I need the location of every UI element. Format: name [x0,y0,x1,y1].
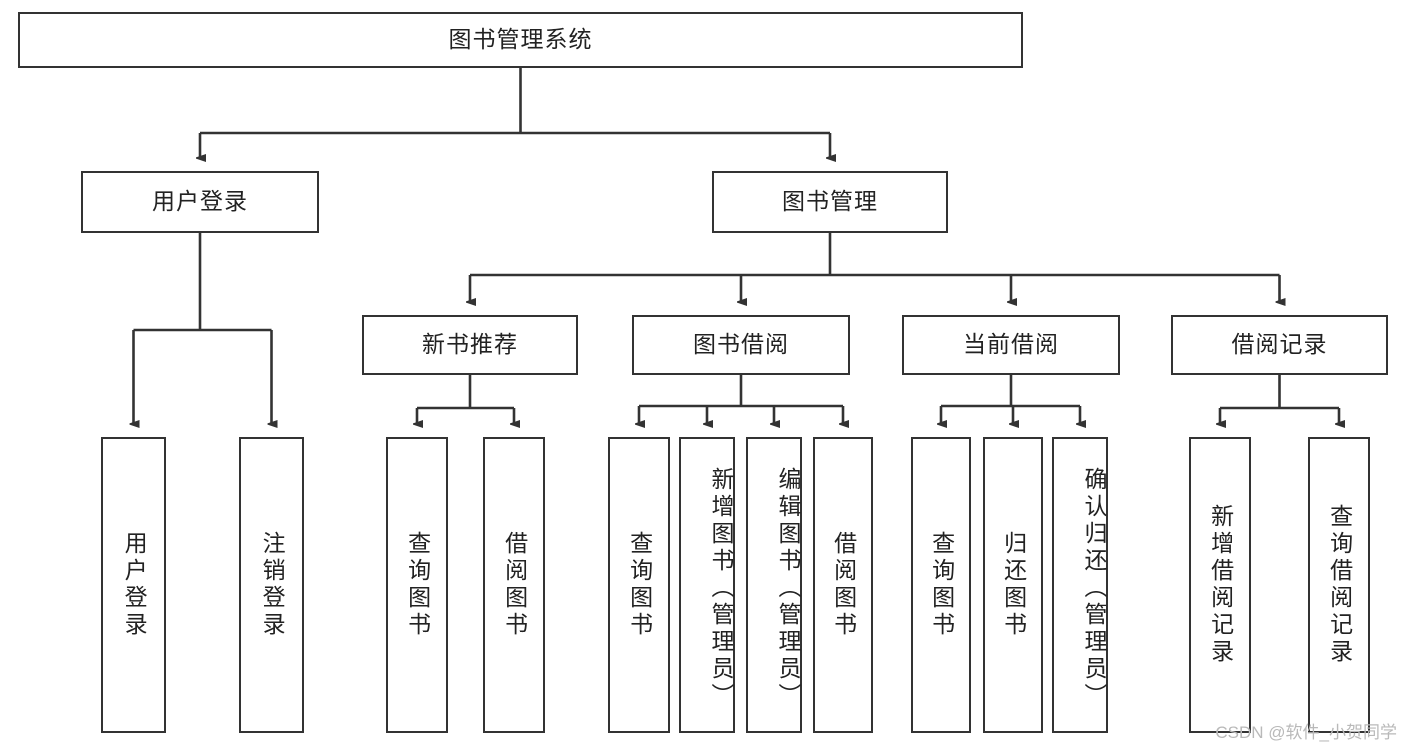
node-label: 归还图书 [1000,531,1027,639]
node-label: 借阅图书 [501,531,528,639]
node-leaf-query-borrow-record[interactable]: 查询借阅记录 [1308,437,1370,733]
node-leaf-return-book[interactable]: 归还图书 [983,437,1043,733]
node-label: 新增借阅记录 [1207,504,1234,666]
node-label: 图书借阅 [693,331,789,358]
node-current-borrow[interactable]: 当前借阅 [902,315,1120,375]
node-label: 图书管理 [782,188,878,215]
node-leaf-add-book-admin[interactable]: 新增图书（管理员） [679,437,735,733]
node-label: 查询图书 [626,531,653,639]
node-leaf-borrow-book-1[interactable]: 借阅图书 [483,437,545,733]
node-label: 当前借阅 [963,331,1059,358]
edge-group [134,68,1340,424]
node-leaf-query-book-3[interactable]: 查询图书 [911,437,971,733]
node-label: 用户登录 [121,531,148,639]
node-book-borrow[interactable]: 图书借阅 [632,315,850,375]
node-label: 编辑图书（管理员） [775,466,801,710]
node-label: 用户登录 [152,188,248,215]
node-label: 注销登录 [259,531,286,639]
node-leaf-confirm-return-admin[interactable]: 确认归还（管理员） [1052,437,1108,733]
node-label: 查询借阅记录 [1326,504,1353,666]
node-label: 确认归还（管理员） [1081,466,1107,710]
node-leaf-query-book-2[interactable]: 查询图书 [608,437,670,733]
node-leaf-borrow-book-2[interactable]: 借阅图书 [813,437,873,733]
node-label: 查询图书 [928,531,955,639]
node-leaf-add-borrow-record[interactable]: 新增借阅记录 [1189,437,1251,733]
node-leaf-user-login[interactable]: 用户登录 [101,437,166,733]
node-leaf-query-book-1[interactable]: 查询图书 [386,437,448,733]
node-label: 查询图书 [404,531,431,639]
node-label: 新书推荐 [422,331,518,358]
node-root[interactable]: 图书管理系统 [18,12,1023,68]
node-book-manage[interactable]: 图书管理 [712,171,948,233]
node-borrow-record[interactable]: 借阅记录 [1171,315,1388,375]
node-user-login[interactable]: 用户登录 [81,171,319,233]
node-leaf-user-logout[interactable]: 注销登录 [239,437,304,733]
node-label: 新增图书（管理员） [708,466,734,710]
node-label: 借阅图书 [830,531,857,639]
node-label: 借阅记录 [1231,331,1328,358]
watermark-label: CSDN @软件_小贺同学 [1215,723,1397,742]
node-label: 图书管理系统 [448,26,593,53]
node-leaf-edit-book-admin[interactable]: 编辑图书（管理员） [746,437,802,733]
node-new-book-recommend[interactable]: 新书推荐 [362,315,578,375]
